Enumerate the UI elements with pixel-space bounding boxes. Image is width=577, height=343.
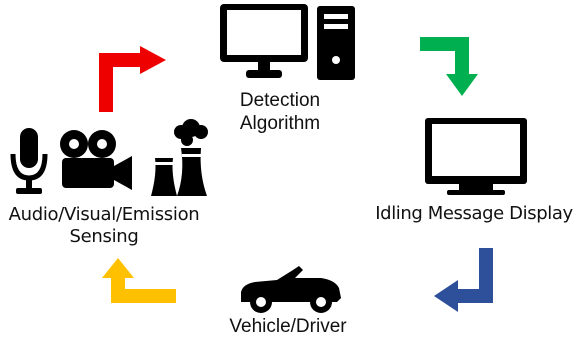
detection-algorithm-label: Detection Algorithm	[205, 90, 355, 136]
detection-label-line2: Algorithm	[239, 112, 321, 134]
yellow-arrow	[102, 258, 176, 303]
vehicle-driver-label: Vehicle/Driver	[229, 316, 347, 337]
red-arrow	[99, 46, 166, 112]
convertible-car-icon	[241, 266, 341, 313]
desktop-computer-icon	[220, 4, 355, 80]
microphone-icon	[10, 128, 48, 194]
blue-arrow	[434, 248, 493, 312]
video-camera-icon	[60, 130, 132, 190]
monitor-icon	[425, 118, 527, 195]
sensing-label-line1: Audio/Visual/Emission	[8, 204, 200, 225]
green-arrow	[420, 37, 478, 96]
sensing-label: Audio/Visual/Emission Sensing	[4, 204, 204, 247]
idling-message-display-label: Idling Message Display	[375, 203, 573, 224]
factory-smoke-icon	[151, 119, 208, 196]
sensing-label-line2: Sensing	[69, 225, 139, 247]
detection-label-line1: Detection	[239, 90, 321, 111]
